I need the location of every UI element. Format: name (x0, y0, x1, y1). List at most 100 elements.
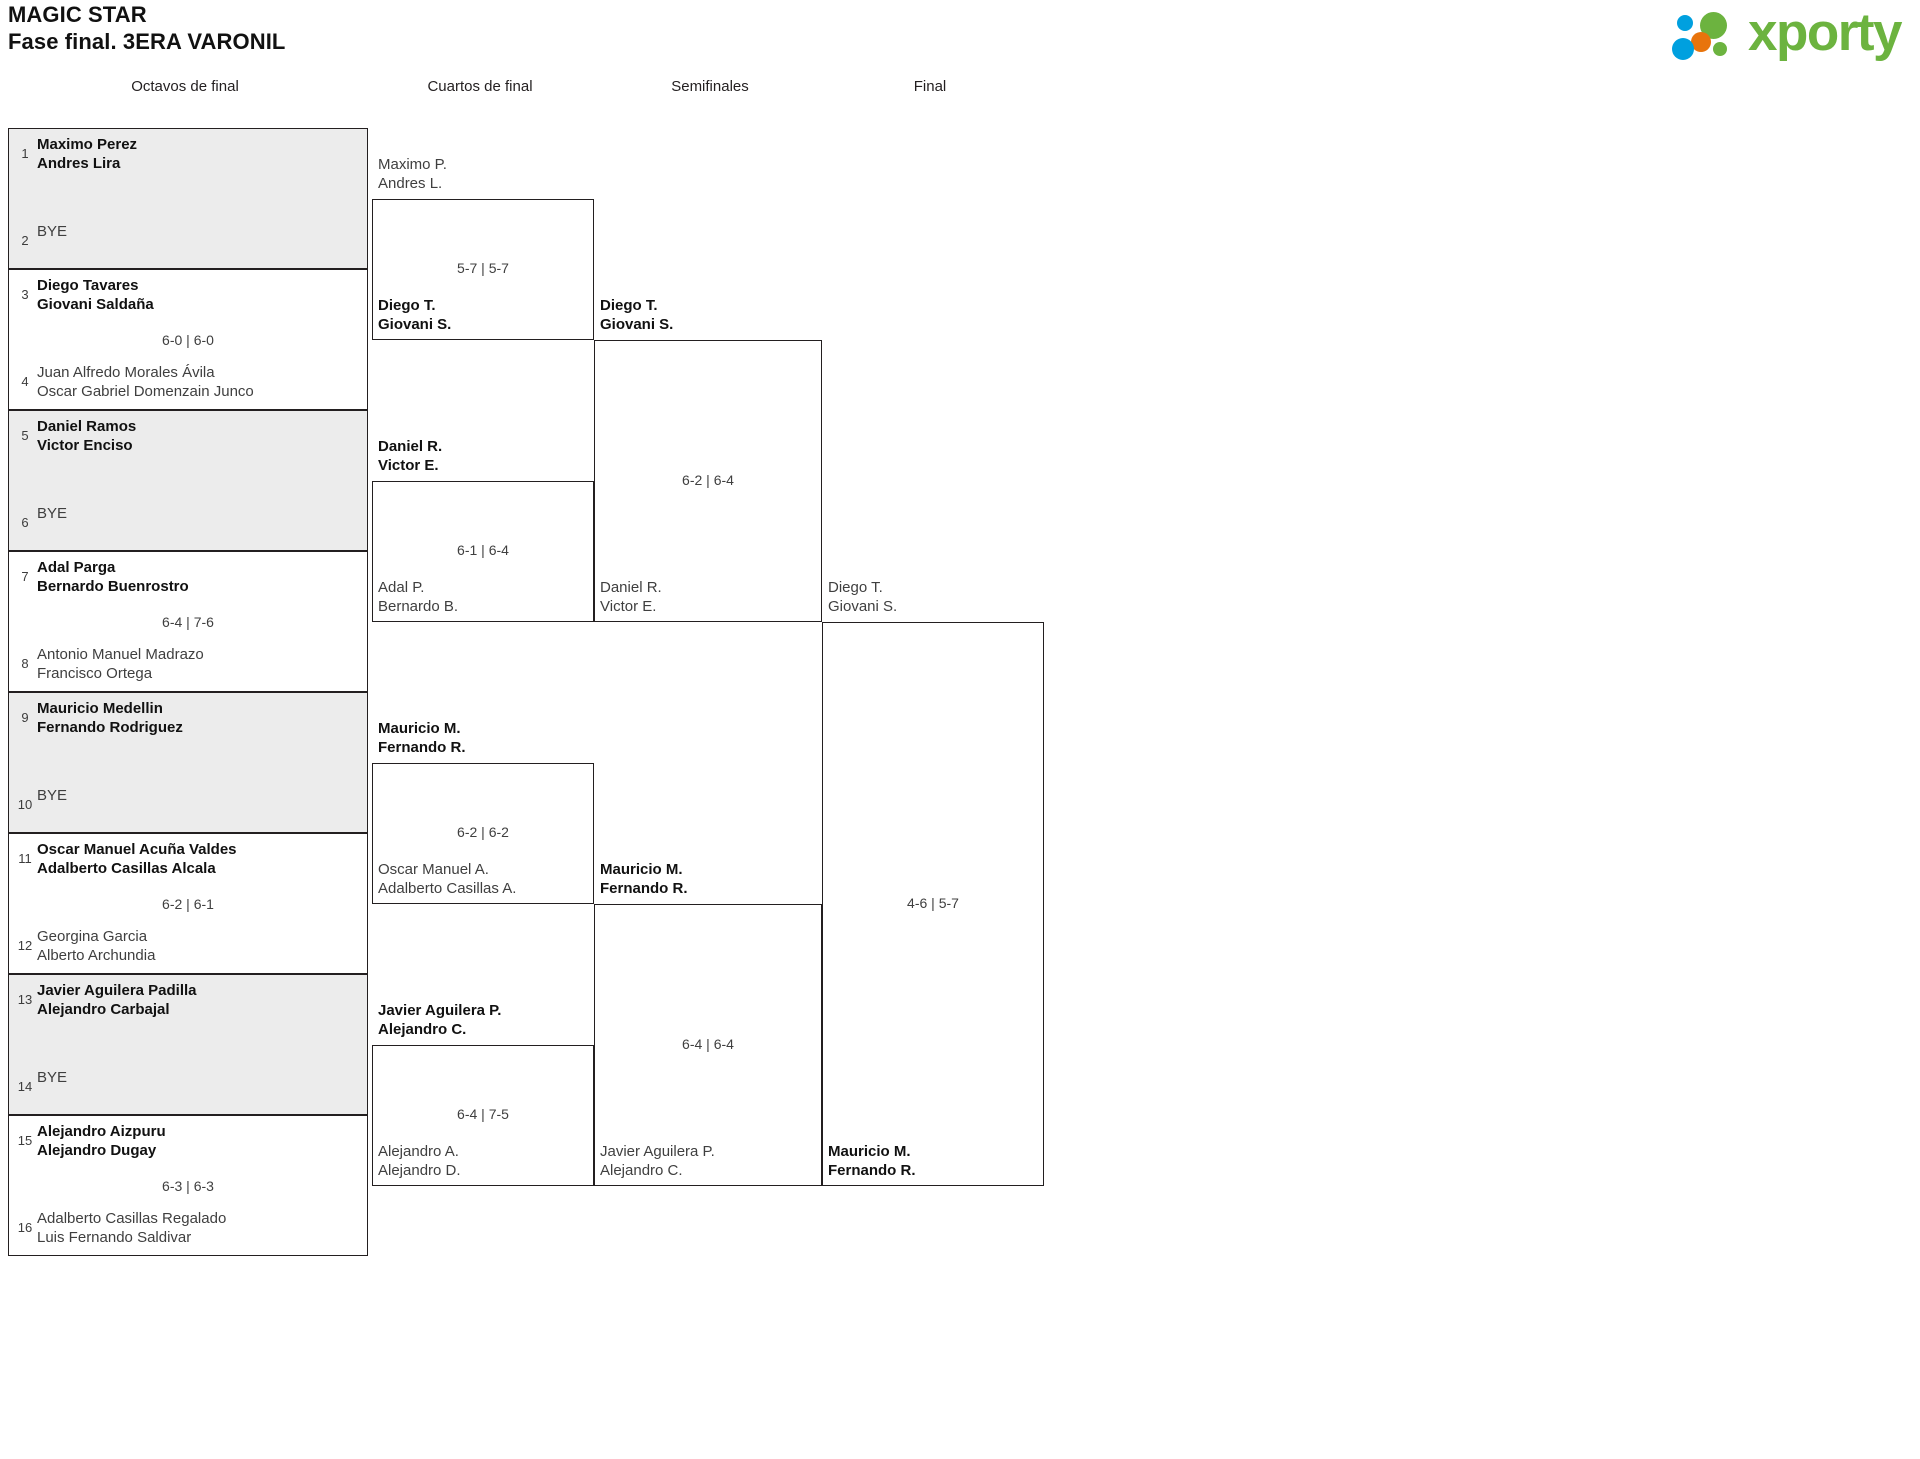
match-connector[interactable]: 6-4 | 6-4 (594, 903, 822, 1186)
logo-dot-orange (1691, 32, 1711, 52)
player-name: Giovani S. (600, 315, 674, 333)
match-competitor-bottom[interactable]: Oscar Manuel A.Adalberto Casillas A. (378, 860, 516, 898)
player-name: Maximo Perez (37, 136, 138, 153)
seed-number: 6 (21, 515, 29, 530)
seed-number: 3 (21, 287, 29, 302)
match-score: 6-3 | 6-3 (162, 1178, 214, 1194)
match-competitor-top[interactable]: Mauricio M.Fernando R. (378, 719, 466, 757)
player-name: Antonio Manuel Madrazo (37, 646, 204, 663)
match-competitor-bottom[interactable]: Mauricio M.Fernando R. (828, 1142, 916, 1180)
player-name: Alberto Archundia (37, 947, 156, 964)
xporty-logo: xporty (1670, 3, 1914, 66)
player-name: Georgina Garcia (37, 928, 148, 945)
player-name: Fernando Rodriguez (37, 719, 183, 736)
match-connector[interactable]: 6-1 | 6-4 (372, 480, 594, 622)
seed-number: 13 (17, 992, 33, 1007)
player-name: Alejandro C. (600, 1161, 683, 1179)
match-connector[interactable]: 6-4 | 7-5 (372, 1044, 594, 1186)
match-score: 6-1 | 6-4 (457, 542, 509, 558)
player-name: Daniel Ramos (37, 418, 137, 435)
bye-label: BYE (37, 223, 68, 240)
match-competitor-bottom[interactable]: Diego T.Giovani S. (378, 296, 451, 334)
match-connector[interactable]: 6-2 | 6-2 (372, 762, 594, 904)
player-name: Alejandro C. (378, 1020, 467, 1038)
match-score: 6-4 | 7-6 (162, 614, 214, 630)
match-competitor-top[interactable]: Maximo P.Andres L. (378, 155, 447, 193)
match-competitor-bottom[interactable]: Alejandro A.Alejandro D. (378, 1142, 461, 1180)
match-connector[interactable]: 4-6 | 5-7 (822, 621, 1044, 1186)
player-name: Bernardo Buenrostro (37, 578, 189, 595)
player-name: Javier Aguilera P. (378, 1001, 502, 1019)
seed-number: 10 (17, 797, 33, 812)
player-name: Victor E. (600, 597, 657, 615)
match-competitor-bottom[interactable]: Daniel R.Victor E. (600, 578, 662, 616)
match-score: 5-7 | 5-7 (457, 260, 509, 276)
match-competitor-top[interactable]: Diego T.Giovani S. (600, 296, 673, 334)
player-name: Adal Parga (37, 559, 116, 576)
seed-names: BYE (37, 786, 363, 805)
match-connector[interactable]: 6-2 | 6-4 (594, 339, 822, 622)
player-name: Alejandro Carbajal (37, 1001, 170, 1018)
seed-entry[interactable]: 10 BYE (9, 786, 367, 826)
match-competitor-bottom[interactable]: Javier Aguilera P.Alejandro C. (600, 1142, 715, 1180)
match-competitor-top[interactable]: Daniel R.Victor E. (378, 437, 442, 475)
match-competitor-top[interactable]: Mauricio M.Fernando R. (600, 860, 688, 898)
match-competitor-top[interactable]: Javier Aguilera P.Alejandro C. (378, 1001, 501, 1039)
player-name: Fernando R. (600, 879, 688, 897)
match-score: 6-4 | 7-5 (457, 1106, 509, 1122)
match-competitor-top[interactable]: Diego T.Giovani S. (828, 578, 897, 616)
seed-number: 1 (21, 146, 29, 161)
seed-number: 11 (18, 851, 32, 866)
player-name: Fernando R. (828, 1161, 916, 1179)
seed-number: 4 (21, 374, 29, 389)
player-name: Alejandro Dugay (37, 1142, 157, 1159)
player-name: Maximo P. (378, 155, 447, 173)
phase-subtitle: Fase final. 3ERA VARONIL (8, 29, 286, 54)
xporty-wordmark: xporty (1748, 3, 1902, 62)
match-competitor-bottom[interactable]: Adal P.Bernardo B. (378, 578, 458, 616)
round-header-octavos: Octavos de final (131, 78, 239, 95)
match-connector[interactable]: 5-7 | 5-7 (372, 198, 594, 340)
player-name: Giovani Saldaña (37, 296, 154, 313)
logo-dot-blue-small (1677, 15, 1693, 31)
seed-number: 8 (21, 656, 29, 671)
player-name: Adalberto Casillas A. (378, 879, 517, 897)
player-name: Mauricio M. (378, 719, 461, 737)
player-name: Alejandro D. (378, 1161, 461, 1179)
match-score: 6-2 | 6-4 (682, 471, 734, 488)
tournament-title: MAGIC STAR (8, 2, 147, 27)
player-name: Adalberto Casillas Alcala (37, 860, 216, 877)
seed-names: BYE (37, 222, 363, 241)
xporty-dots-logo-icon (1670, 10, 1748, 62)
player-name: Oscar Manuel A. (378, 860, 489, 878)
player-name: Andres Lira (37, 155, 121, 172)
